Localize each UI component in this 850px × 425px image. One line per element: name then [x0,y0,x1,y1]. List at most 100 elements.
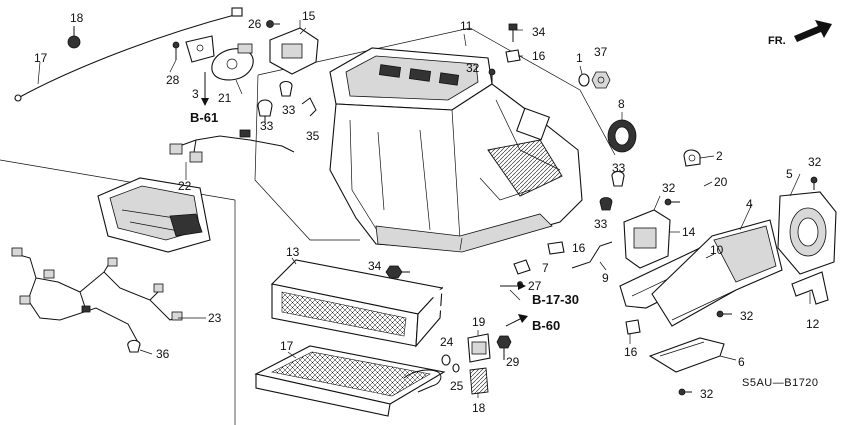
part-5-blower-cover[interactable] [777,191,837,275]
part-label-16-bottom[interactable]: 16 [624,345,638,359]
part-34-screw-core[interactable] [385,265,410,279]
part-7-clip[interactable] [513,259,531,275]
part-label-19[interactable]: 17 [280,339,294,353]
part-label-7[interactable]: 7 [542,261,549,275]
part-label-32-far-right[interactable]: 32 [808,155,822,169]
part-label-21[interactable]: 19 [472,315,486,329]
part-20-insulator[interactable] [469,367,489,395]
part-label-20[interactable]: 18 [472,401,486,415]
part-label-4[interactable]: 4 [746,197,753,211]
part-label-26[interactable]: 24 [440,335,454,349]
part-label-8[interactable]: 8 [618,97,625,111]
part-33-clip-right-a[interactable] [611,170,625,187]
part-label-18[interactable]: 18 [70,11,84,25]
part-13-heater-core[interactable] [270,259,497,348]
part-32-screw-6b[interactable] [678,388,692,396]
part-24-sub-harness[interactable] [169,129,295,163]
part-22-hose[interactable] [643,149,705,191]
part-17-cable[interactable] [14,7,243,102]
part-label-32-right[interactable]: 32 [662,181,676,195]
part-label-29[interactable]: 27 [528,279,542,293]
part-label-22[interactable]: 20 [714,175,728,189]
part-label-23[interactable]: 21 [218,91,232,105]
part-label-25[interactable]: 23 [208,311,222,325]
part-label-32-top[interactable]: 32 [466,61,480,75]
arrow-to-b60 [505,314,528,327]
part-36-clip[interactable] [127,339,141,353]
part-4-duct[interactable] [651,219,783,327]
ref-label-b60[interactable]: B-60 [532,318,560,333]
ref-label-b1730[interactable]: B-17-30 [532,292,579,307]
part-label-33-right-a[interactable]: 33 [612,161,626,175]
part-16-clip-mid[interactable] [547,241,565,255]
part-26-oring[interactable] [441,354,451,366]
arrow-to-b61 [201,72,209,106]
part-label-35[interactable]: 35 [306,129,320,143]
part-16-clip-bottom[interactable] [625,319,641,335]
part-8-seal[interactable] [607,119,637,153]
part-32-screw-6a[interactable] [716,310,732,318]
part-label-24[interactable]: 22 [178,179,192,193]
assembly-frame-lines [0,27,616,425]
part-label-5[interactable]: 5 [786,167,793,181]
part-33-clip-mid[interactable] [279,80,293,97]
part-31-bolt[interactable] [496,335,512,360]
part-35-clip[interactable] [301,97,317,117]
part-label-36[interactable]: 36 [156,347,170,361]
part-label-33-mid[interactable]: 33 [282,103,296,117]
part-9-link[interactable] [571,241,613,269]
part-32-screw-far-right[interactable] [810,176,818,190]
part-27-oring[interactable] [452,363,460,373]
part-11-heater-housing[interactable] [329,47,583,253]
part-28-screw[interactable] [266,20,281,28]
part-12-bracket[interactable] [791,271,829,305]
part-19-evaporator[interactable] [254,345,446,417]
part-label-12[interactable]: 12 [806,317,820,331]
part-label-13[interactable]: 13 [286,245,300,259]
part-33-clip-right-b[interactable] [599,197,613,211]
part-label-3[interactable]: 3 [192,87,199,101]
part-label-1[interactable]: 1 [576,51,583,65]
part-33-clip-left[interactable] [257,99,273,122]
part-label-37[interactable]: 37 [594,45,608,59]
part-label-34-top[interactable]: 34 [532,25,546,39]
part-label-34-core[interactable]: 34 [368,259,382,273]
part-label-32-6a[interactable]: 32 [740,309,754,323]
part-label-11[interactable]: 11 [460,19,473,33]
part-label-9[interactable]: 9 [602,271,609,285]
part-1-grommet[interactable] [578,73,590,87]
part-label-28[interactable]: 26 [248,17,262,31]
part-30-screw[interactable] [172,41,180,60]
part-32-screw-right[interactable] [664,198,680,206]
part-label-33-left[interactable]: 33 [260,119,274,133]
part-label-6[interactable]: 6 [738,355,745,369]
part-label-16-top[interactable]: 16 [532,49,546,63]
reference-labels: B-61 B-17-30 B-60 [190,110,579,333]
part-label-27[interactable]: 25 [450,379,464,393]
part-37-nut[interactable] [591,71,611,89]
part-label-15[interactable]: 15 [302,9,316,23]
part-32-screw-top[interactable] [488,68,496,84]
part-2-clamp[interactable] [683,149,701,167]
part-15-actuator[interactable] [269,20,319,75]
part-label-16-mid[interactable]: 16 [572,241,586,255]
part-label-17[interactable]: 17 [34,51,48,65]
part-34-screw-top[interactable] [508,23,518,42]
part-18-clip[interactable] [67,26,81,49]
part-21-expansion-valve[interactable] [467,333,491,363]
front-direction-indicator: FR. [768,20,832,47]
part-3-bracket[interactable] [185,35,215,63]
part-label-31[interactable]: 29 [506,355,520,369]
part-6-cover[interactable] [648,337,725,373]
part-label-14[interactable]: 14 [682,225,696,239]
part-label-33-right-b[interactable]: 33 [594,217,608,231]
part-label-2[interactable]: 2 [716,149,723,163]
part-25-main-harness[interactable] [11,247,183,347]
part-label-32-6b[interactable]: 32 [700,387,714,401]
part-14-actuator[interactable] [623,195,671,269]
part-label-30[interactable]: 28 [166,73,180,87]
part-23-actuator-link[interactable] [211,43,254,81]
part-label-10[interactable]: 10 [710,243,724,257]
part-16-clip-top[interactable] [505,49,521,63]
ref-label-b61[interactable]: B-61 [190,110,218,125]
